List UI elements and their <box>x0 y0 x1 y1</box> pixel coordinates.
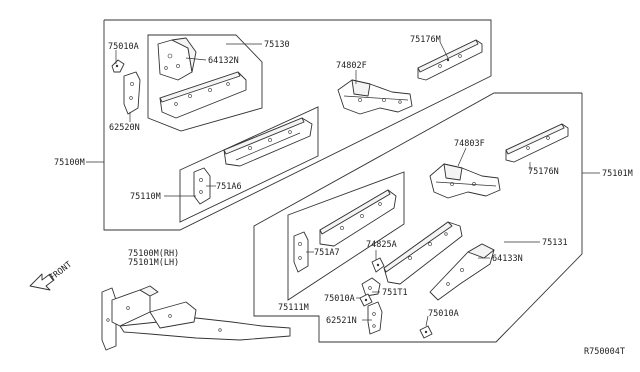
front-label: FRONT <box>48 260 74 284</box>
part-75010A-bot <box>419 325 433 339</box>
part-75110M-rail <box>223 117 313 167</box>
diagram-code: R750004T <box>584 347 625 357</box>
part-751A6 <box>193 167 211 205</box>
label-74802F: 74802F <box>336 61 367 71</box>
part-75111M-outline <box>287 171 405 301</box>
label-751A6: 751A6 <box>216 182 242 192</box>
part-75131 <box>383 221 463 285</box>
part-75110M-outline <box>179 106 319 223</box>
part-74825A <box>371 257 385 273</box>
label-751T1: 751T1 <box>382 288 408 298</box>
label-75131: 75131 <box>542 238 568 248</box>
label-75010A-top: 75010A <box>108 42 139 52</box>
part-751A7 <box>293 231 309 273</box>
label-62520N: 62520N <box>109 123 140 133</box>
part-75176M <box>417 39 483 81</box>
label-74825A: 74825A <box>366 240 397 250</box>
part-62521N <box>367 301 383 335</box>
label-62521N: 62521N <box>326 316 357 326</box>
label-75100M: 75100M <box>54 158 85 168</box>
part-751T1 <box>361 277 381 297</box>
label-64132N: 64132N <box>208 56 239 66</box>
part-74803F <box>429 163 501 199</box>
part-74802F <box>337 79 413 115</box>
label-64133N: 64133N <box>492 254 523 264</box>
part-75130-outline <box>147 34 263 132</box>
part-75010A-mid <box>359 293 373 307</box>
label-75111M: 75111M <box>278 303 309 313</box>
label-751A7: 751A7 <box>314 248 340 258</box>
label-75101M: 75101M <box>602 169 633 179</box>
part-64132N-ledge <box>157 37 197 81</box>
part-75130-rail <box>159 71 247 119</box>
label-75130: 75130 <box>264 40 290 50</box>
front-arrow-icon <box>29 273 55 291</box>
part-75010A-top <box>111 59 125 73</box>
lower-group-frame <box>253 92 583 343</box>
label-75176M: 75176M <box>410 35 441 45</box>
upper-group-frame <box>103 19 492 231</box>
label-75010A-mid: 75010A <box>324 294 355 304</box>
label-75010A-bot: 75010A <box>428 309 459 319</box>
part-75111M-rail <box>319 189 397 247</box>
label-75101M-lh: 75101M(LH) <box>128 258 179 268</box>
label-75110M: 75110M <box>130 192 161 202</box>
label-74803F: 74803F <box>454 139 485 149</box>
leader-lines <box>86 41 600 327</box>
label-75100M-rh: 75100M(RH) <box>128 249 179 259</box>
part-75176N <box>505 123 569 163</box>
assembled-member-view <box>101 285 291 351</box>
part-62520N <box>123 71 141 115</box>
label-75176N: 75176N <box>528 167 559 177</box>
